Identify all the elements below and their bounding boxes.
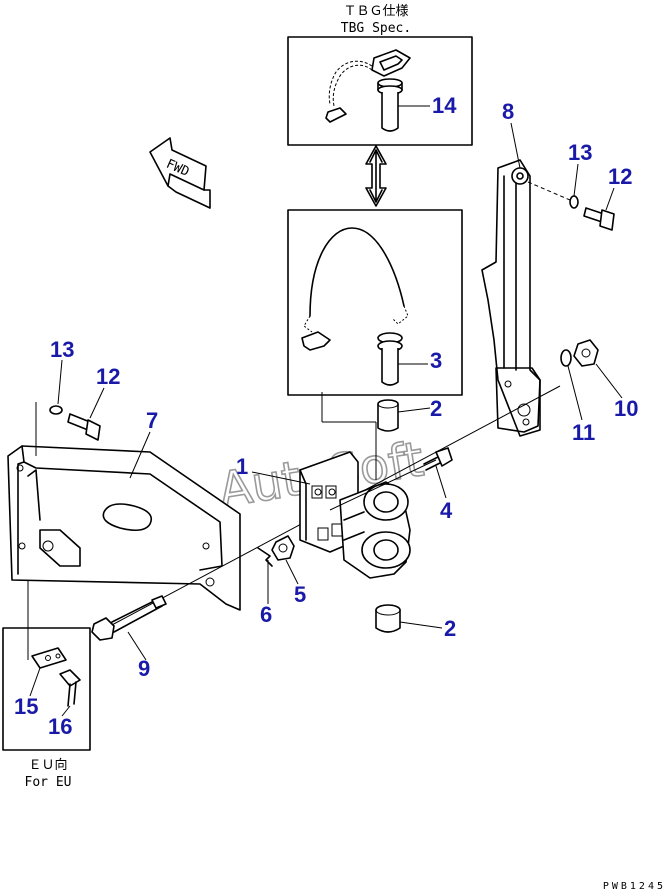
fwd-arrow-icon: FWD [149,137,211,209]
alternative-arrow [365,145,387,207]
leader-2-lower [399,621,443,629]
bolt-4 [423,447,453,471]
tbg-spec-box [287,36,473,146]
leader-2-upper [397,407,431,413]
leader-7 [129,431,151,479]
standard-lock-pin-assembly [301,227,409,386]
part-8-arm [481,159,541,437]
tbg-lock-pin-assembly [325,49,411,132]
bolt-9 [91,595,167,641]
callout-3: 3 [430,348,442,373]
nut-5 [271,535,295,561]
tbg-spec-en-label: TBG Spec. [341,21,411,36]
washer-13-right [569,195,579,209]
callout-7: 7 [146,408,158,433]
callout-12-right: 12 [608,164,632,189]
eu-label-jp: ＥＵ向 [28,757,67,773]
callout-13-left: 13 [50,337,74,362]
leader-1 [251,471,311,485]
standard-pin-box [287,209,463,396]
bolt-16 [59,669,81,707]
nut-10 [573,339,599,367]
callout-2-lower: 2 [444,616,456,641]
leader-15 [29,667,41,697]
plate-15 [31,647,67,669]
callout-2-upper: 2 [430,396,442,421]
callout-14: 14 [432,93,457,118]
bolt-12-right [583,207,615,231]
leader-13-right [573,163,579,197]
callout-16: 16 [48,714,72,739]
eu-label-en: For EU [25,775,72,790]
leader-13-left [57,359,63,405]
cotter-pin-6 [257,547,273,567]
leader-12-right [605,187,615,211]
leader-8 [510,122,521,169]
callout-11: 11 [572,420,595,445]
leader-12-left [89,387,105,419]
leader-10 [595,363,623,399]
callout-6: 6 [260,602,272,627]
washer-11 [560,349,572,367]
bolt-12-left [67,413,101,441]
bushing-2-lower [375,604,401,633]
callout-9: 9 [138,656,150,681]
callout-13-right: 13 [568,140,592,165]
washer-13-left [49,405,63,415]
leader-16 [61,705,71,717]
tbg-spec-jp-label: ＴＢＧ仕様 [343,4,408,19]
bushing-2-upper [377,399,399,432]
leader-5 [285,559,299,585]
part-7-bracket [7,445,241,611]
callout-12-left: 12 [96,364,120,389]
callout-8: 8 [502,99,514,124]
drawing-code: PWB1245 [603,881,666,892]
callout-5: 5 [294,582,306,607]
leader-9 [127,631,147,661]
eu-box [2,627,91,751]
part-1-clevis [339,481,411,579]
axis-line-4 [329,459,437,511]
callout-4: 4 [440,498,453,523]
callout-1: 1 [236,454,248,479]
callout-15: 15 [14,694,38,719]
leader-11 [567,365,583,421]
callout-10: 10 [614,396,638,421]
leader-4 [435,465,447,499]
